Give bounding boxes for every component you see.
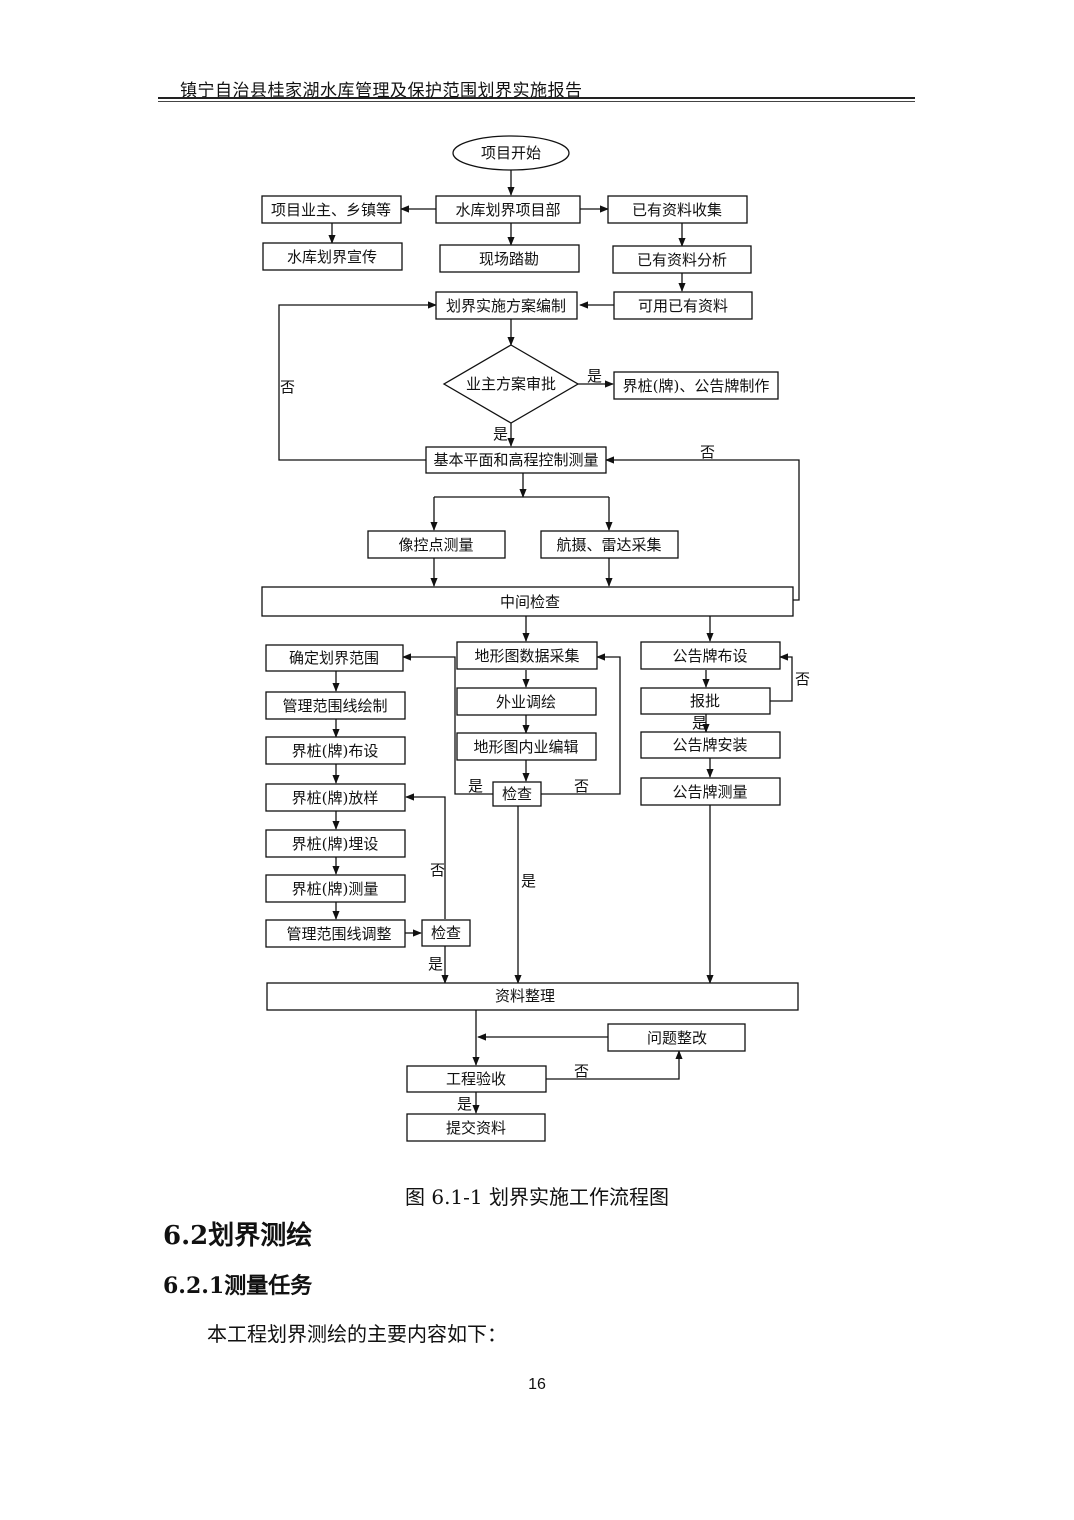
svg-text:工程验收: 工程验收 [446, 1070, 506, 1088]
svg-text:管理范围线调整: 管理范围线调整 [286, 925, 391, 943]
label-yes-approve: 是 [493, 425, 508, 443]
node-field-survey: 外业调绘 [456, 687, 597, 716]
node-fix-issues: 问题整改 [607, 1023, 746, 1052]
svg-text:现场踏勘: 现场踏勘 [479, 250, 539, 268]
node-boundary-range: 确定划界范围 [265, 644, 404, 672]
svg-text:划界实施方案编制: 划界实施方案编制 [446, 297, 566, 315]
svg-text:检查: 检查 [431, 924, 461, 942]
node-mg-line-draw: 管理范围线绘制 [265, 691, 406, 720]
svg-text:已有资料收集: 已有资料收集 [632, 201, 722, 219]
node-pile-bury: 界桩(牌)埋设 [265, 829, 406, 858]
svg-text:管理范围线绘制: 管理范围线绘制 [282, 697, 387, 715]
node-sign-measure: 公告牌测量 [640, 777, 781, 806]
svg-text:外业调绘: 外业调绘 [496, 693, 556, 711]
node-image-control: 像控点测量 [367, 530, 506, 559]
svg-text:业主方案审批: 业主方案审批 [466, 375, 556, 393]
svg-text:提交资料: 提交资料 [446, 1119, 506, 1137]
node-pile-layout: 界桩(牌)布设 [265, 736, 406, 765]
section-heading: 6.2划界测绘 [163, 1221, 313, 1251]
svg-text:报批: 报批 [690, 692, 720, 710]
svg-text:公告牌安装: 公告牌安装 [672, 736, 747, 754]
svg-text:项目开始: 项目开始 [481, 144, 541, 162]
label-no-midcheck: 否 [700, 443, 715, 461]
node-approve-decision: 业主方案审批 [442, 344, 580, 424]
svg-text:地形图数据采集: 地形图数据采集 [474, 647, 579, 665]
svg-text:公告牌布设: 公告牌布设 [672, 647, 747, 665]
node-aerial: 航摄、雷达采集 [540, 530, 679, 559]
svg-text:中间检查: 中间检查 [500, 593, 560, 611]
svg-text:水库划界项目部: 水库划界项目部 [455, 201, 560, 219]
node-mid-check: 中间检查 [261, 586, 794, 617]
node-analyze: 已有资料分析 [612, 245, 752, 274]
header-rule [158, 97, 915, 99]
subsection-heading: 6.2.1测量任务 [163, 1273, 313, 1299]
label-no-check1: 否 [574, 777, 589, 795]
svg-text:界桩(牌)测量: 界桩(牌)测量 [292, 880, 379, 898]
page-number: 16 [528, 1376, 546, 1393]
node-pile-staking: 界桩(牌)放样 [265, 783, 406, 812]
svg-text:界桩(牌)放样: 界桩(牌)放样 [292, 789, 379, 807]
svg-text:地形图内业编辑: 地形图内业编辑 [473, 738, 578, 756]
node-acceptance: 工程验收 [406, 1065, 547, 1093]
node-sign-layout: 公告牌布设 [640, 641, 781, 670]
label-no-accept: 否 [574, 1062, 589, 1080]
node-mg-line-adjust: 管理范围线调整 [265, 919, 406, 948]
node-usable: 可用已有资料 [613, 291, 753, 320]
node-project-dept: 水库划界项目部 [435, 195, 581, 224]
node-plan: 划界实施方案编制 [435, 291, 578, 320]
svg-text:检查: 检查 [502, 785, 532, 803]
node-collect: 已有资料收集 [607, 195, 748, 224]
node-owner: 项目业主、乡镇等 [261, 195, 402, 224]
svg-text:问题整改: 问题整改 [647, 1029, 707, 1047]
svg-text:界桩(牌)、公告牌制作: 界桩(牌)、公告牌制作 [623, 377, 770, 395]
node-check-topo: 检查 [492, 781, 542, 807]
svg-text:界桩(牌)埋设: 界桩(牌)埋设 [292, 835, 379, 853]
node-indoor-edit: 地形图内业编辑 [456, 732, 597, 761]
label-no-check2: 否 [430, 861, 445, 879]
svg-text:公告牌测量: 公告牌测量 [672, 783, 747, 801]
page-header-title: 镇宁自治县桂家湖水库管理及保护范围划界实施报告 [180, 81, 583, 101]
body-paragraph: 本工程划界测绘的主要内容如下： [207, 1322, 507, 1346]
node-publicity: 水库划界宣传 [262, 242, 403, 271]
node-check-pile: 检查 [421, 919, 471, 947]
node-make-piles: 界桩(牌)、公告牌制作 [613, 371, 779, 400]
svg-text:已有资料分析: 已有资料分析 [637, 251, 727, 269]
svg-text:基本平面和高程控制测量: 基本平面和高程控制测量 [433, 451, 598, 469]
node-pile-measure: 界桩(牌)测量 [265, 874, 406, 903]
svg-text:航摄、雷达采集: 航摄、雷达采集 [556, 536, 661, 554]
figure-caption: 图 6.1-1 划界实施工作流程图 [404, 1185, 669, 1209]
label-no-plan: 否 [280, 378, 295, 396]
label-yes-accept: 是 [457, 1095, 472, 1113]
node-control-survey: 基本平面和高程控制测量 [425, 446, 607, 474]
node-site-survey: 现场踏勘 [439, 244, 580, 273]
label-yes-check2: 是 [428, 955, 443, 973]
label-yes-report: 是 [692, 714, 707, 732]
label-yes-check1: 是 [468, 777, 483, 795]
svg-text:项目业主、乡镇等: 项目业主、乡镇等 [271, 201, 391, 219]
node-submit: 提交资料 [406, 1113, 546, 1142]
node-organize: 资料整理 [266, 982, 799, 1011]
label-no-report: 否 [795, 670, 810, 688]
node-sign-install: 公告牌安装 [640, 731, 781, 759]
svg-text:像控点测量: 像控点测量 [398, 536, 473, 554]
svg-text:界桩(牌)布设: 界桩(牌)布设 [292, 742, 379, 760]
svg-text:确定划界范围: 确定划界范围 [289, 649, 379, 667]
label-yes-check1-down: 是 [521, 872, 536, 890]
node-report-approve: 报批 [640, 687, 771, 715]
svg-text:资料整理: 资料整理 [495, 987, 555, 1005]
node-topo-collect: 地形图数据采集 [456, 641, 598, 670]
header-rule-thin [158, 101, 915, 102]
label-yes-make: 是 [587, 367, 602, 385]
svg-text:可用已有资料: 可用已有资料 [638, 297, 728, 315]
node-start: 项目开始 [452, 135, 570, 171]
svg-text:水库划界宣传: 水库划界宣传 [287, 248, 377, 266]
workflow-flowchart: 项目开始 项目业主、乡镇等 水库划界项目部 已有资料收集 水库划界宣传 现场踏勘… [261, 135, 810, 1142]
